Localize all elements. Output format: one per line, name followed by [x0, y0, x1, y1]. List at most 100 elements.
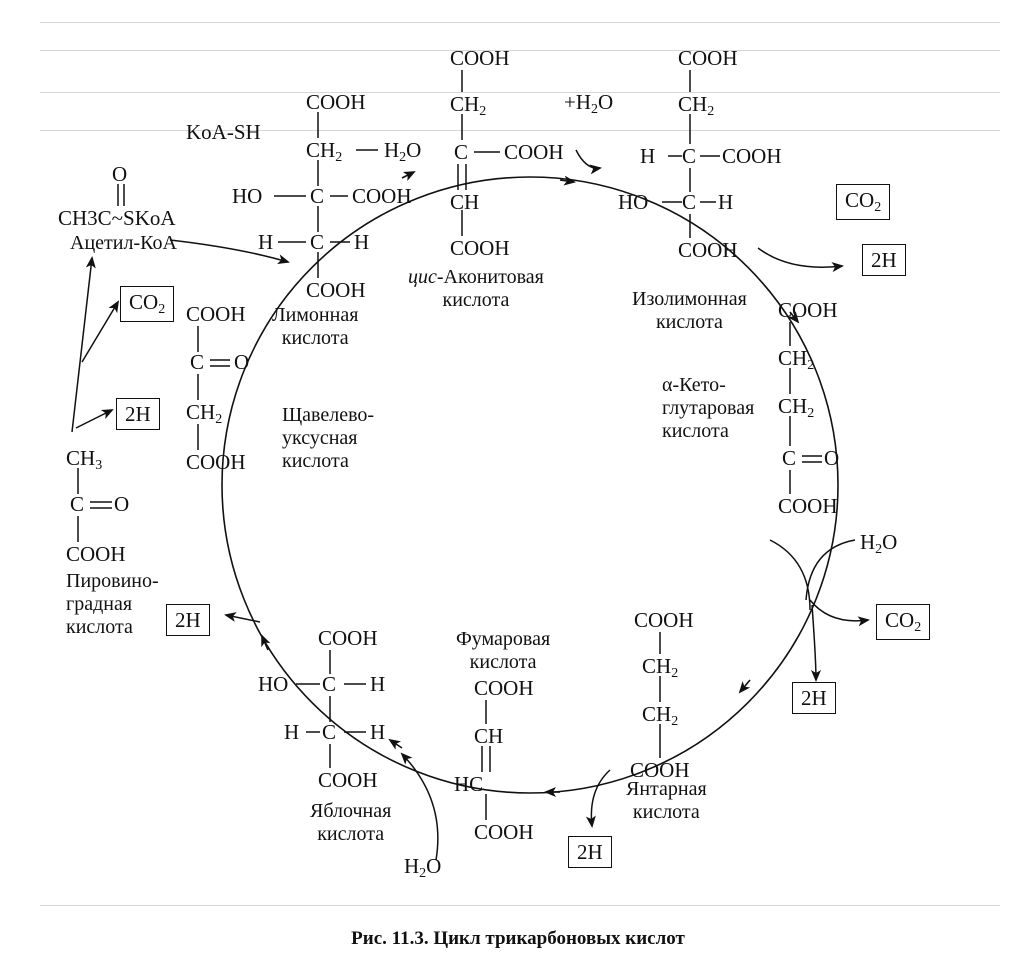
two-h-box-pyruvate: 2H — [116, 398, 160, 430]
co2-box-pyruvate: CO2 — [120, 286, 175, 322]
isocitric-cooh-mid: COOH — [722, 144, 782, 168]
isocitric-h2: H — [718, 190, 734, 214]
h2o-arrow — [575, 149, 602, 175]
oxaloacetic-c: C — [190, 350, 205, 374]
aconitic-cooh-bottom: COOH — [450, 236, 510, 260]
isocitric-cooh-bottom: COOH — [678, 238, 738, 262]
cycle-arrow — [401, 171, 416, 181]
plus-h2o-label: +H2O — [564, 90, 614, 117]
acetyl-carbonyl-o: O — [112, 162, 128, 186]
akg-ch2-1: CH2 — [778, 346, 815, 373]
cycle-arrow — [738, 679, 751, 694]
co2-out-arrow — [809, 599, 870, 627]
malic-ho: HO — [258, 672, 289, 696]
succinic-cooh-bottom: COOH — [630, 758, 690, 782]
isocitric-h: H — [640, 144, 656, 168]
citric-h-left: H — [258, 230, 274, 254]
fumarate-h2o: H2O — [404, 854, 442, 881]
two-h-box-1: 2H — [862, 244, 906, 276]
isocitric-c1: C — [682, 144, 697, 168]
akg-cooh-bottom: COOH — [778, 494, 838, 518]
citric-cooh-top: COOH — [306, 90, 366, 114]
akg-curve — [769, 539, 811, 611]
oxaloacetic-o: O — [234, 350, 250, 374]
cycle-arrow — [388, 738, 403, 750]
oxaloacetic-bonds — [197, 326, 230, 450]
akg-label: α-Кето- глутаровая кислота — [662, 374, 755, 442]
fumaric-ch: CH — [474, 724, 504, 748]
background-text-line — [40, 905, 1000, 906]
nadh-arrow-2 — [810, 604, 821, 682]
malic-h1: H — [370, 672, 386, 696]
fumaric-label: Фумаровая кислота — [456, 628, 551, 673]
citric-bonds — [274, 112, 378, 278]
malic-c1: C — [322, 672, 337, 696]
pyruvate-co2-arrow — [81, 300, 120, 363]
figure-caption: Рис. 11.3. Цикл трикарбоновых кислот — [351, 928, 685, 949]
malic-cooh-top: COOH — [318, 626, 378, 650]
malic-h3: H — [370, 720, 386, 744]
pyruvic-o: O — [114, 492, 130, 516]
nadh-arrow-1 — [757, 247, 844, 273]
background-text-line — [40, 92, 1000, 93]
fumaric-cooh-top: COOH — [474, 676, 534, 700]
h2o-malate-arrow — [400, 752, 439, 861]
citric-ho: HO — [232, 184, 263, 208]
akg-cooh-top: COOH — [778, 298, 838, 322]
acetyl-coa-label: Ацетил-КоА — [70, 232, 177, 254]
isocitric-bonds — [662, 70, 720, 238]
citric-h-right: H — [354, 230, 370, 254]
pyruvate-up-arrow — [71, 256, 96, 433]
akg-o: O — [824, 446, 840, 470]
aconitic-cooh-top: COOH — [450, 46, 510, 70]
aconitic-ch: CH — [450, 190, 480, 214]
cycle-circle — [221, 176, 839, 794]
two-h-box-3: 2H — [568, 836, 612, 868]
cycle-arrow — [787, 311, 800, 324]
co2-box-2: CO2 — [876, 604, 931, 640]
succinic-cooh-top: COOH — [634, 608, 694, 632]
citric-ch2: CH2 — [306, 138, 343, 165]
aconitic-bonds — [457, 70, 500, 236]
akg-bonds — [789, 322, 822, 494]
malic-bonds — [296, 650, 366, 768]
pyruvic-label: Пировино- градная кислота — [66, 570, 159, 638]
co2-box-1: CO2 — [836, 184, 891, 220]
oxaloacetic-label: Щавелево- уксусная кислота — [282, 404, 375, 472]
citric-h2o: H2O — [384, 138, 422, 165]
akg-ch2-2: CH2 — [778, 394, 815, 421]
oxaloacetic-cooh-top: COOH — [186, 302, 246, 326]
isocitric-cooh-top: COOH — [678, 46, 738, 70]
succinic-label: Янтарная кислота — [626, 778, 707, 823]
succinic-ch2-1: CH2 — [642, 654, 679, 681]
fadh-arrow — [585, 769, 611, 828]
isocitric-label: Изолимонная кислота — [632, 288, 747, 333]
pyruvic-ch3: CH3 — [66, 446, 103, 473]
acetyl-entry-arrow — [169, 239, 290, 265]
akg-h2o: H2O — [860, 530, 898, 557]
aconitic-label: цис-Аконитовая кислота — [408, 266, 544, 311]
isocitric-ho: HO — [618, 190, 649, 214]
pyruvic-cooh: COOH — [66, 542, 126, 566]
succinic-ch2-2: CH2 — [642, 702, 679, 729]
citric-c: C — [310, 184, 325, 208]
isocitric-ch2: CH2 — [678, 92, 715, 119]
background-text-line — [40, 22, 1000, 23]
cycle-arrow — [261, 634, 271, 651]
malic-cooh-bottom: COOH — [318, 768, 378, 792]
background-text-line — [40, 130, 1000, 131]
aconitic-ch2: CH2 — [450, 92, 487, 119]
malic-c2: C — [322, 720, 337, 744]
aconitic-cooh-side: COOH — [504, 140, 564, 164]
pyruvic-bonds — [77, 468, 112, 542]
fumaric-bonds — [481, 700, 491, 820]
malic-label: Яблочная кислота — [310, 800, 392, 845]
pyruvic-c: C — [70, 492, 85, 516]
citric-c2: C — [310, 230, 325, 254]
citric-label: Лимонная кислота — [272, 304, 359, 349]
two-h-box-2: 2H — [792, 682, 836, 714]
citric-cooh-mid: COOH — [352, 184, 412, 208]
pyruvate-2h-arrow — [75, 409, 114, 429]
malic-h2: H — [284, 720, 300, 744]
